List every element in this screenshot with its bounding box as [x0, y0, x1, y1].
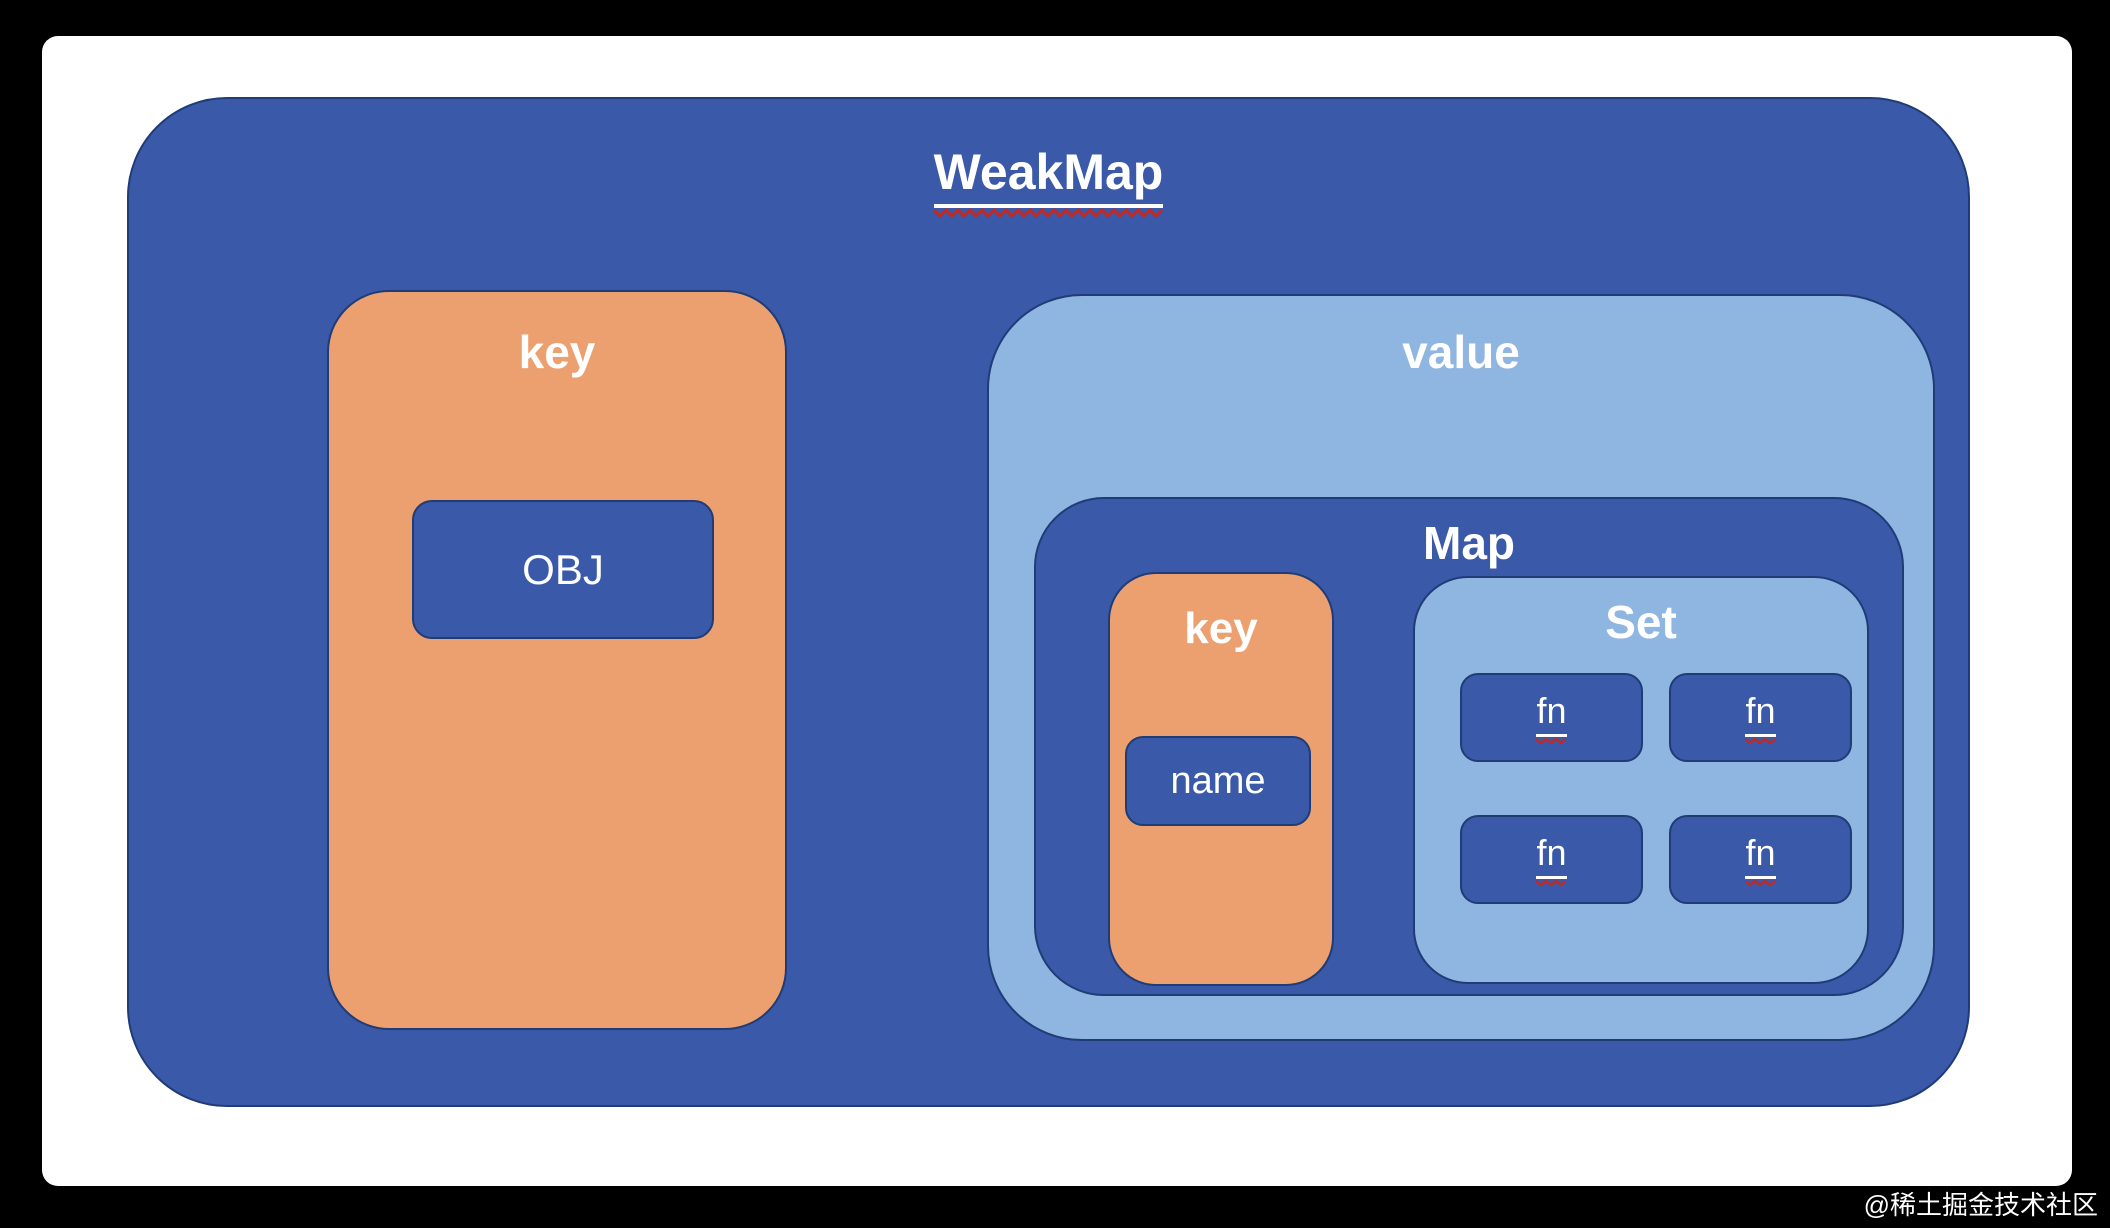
weakmap-title: WeakMap — [129, 143, 1968, 218]
name-label: name — [1170, 759, 1266, 802]
squiggle-underline — [933, 208, 1163, 218]
key-box: key OBJ — [327, 290, 787, 1030]
fn-underline-wrap: fn — [1745, 832, 1776, 887]
fn-label: fn — [1745, 832, 1776, 879]
key-box-label: key — [518, 326, 596, 378]
fn-underline-wrap: fn — [1536, 690, 1567, 745]
diagram-canvas: WeakMap key OBJ value Map key name — [42, 36, 2072, 1186]
fn-box: fn — [1669, 815, 1852, 904]
map-key-box: key name — [1108, 572, 1334, 986]
fn-label: fn — [1536, 690, 1567, 737]
weakmap-title-underline-wrap: WeakMap — [933, 143, 1164, 218]
set-box-label: Set — [1605, 596, 1677, 648]
fn-box: fn — [1460, 673, 1643, 762]
fn-underline-wrap: fn — [1536, 832, 1567, 887]
squiggle-underline — [1745, 737, 1776, 745]
weakmap-container-box: WeakMap key OBJ value Map key name — [127, 97, 1970, 1107]
set-box: Set fn fn f — [1413, 576, 1869, 984]
obj-label: OBJ — [522, 545, 604, 593]
fn-underline-wrap: fn — [1745, 690, 1776, 745]
map-box: Map key name Set fn — [1034, 497, 1904, 996]
fn-label: fn — [1536, 832, 1567, 879]
watermark-text: @稀土掘金技术社区 — [1863, 1190, 2098, 1220]
name-box: name — [1125, 736, 1311, 826]
map-key-box-label: key — [1184, 604, 1258, 653]
map-box-label: Map — [1423, 517, 1515, 569]
weakmap-title-text: WeakMap — [933, 143, 1164, 208]
value-box-label: value — [1402, 326, 1520, 378]
obj-box: OBJ — [412, 500, 714, 639]
squiggle-underline — [1536, 737, 1567, 745]
fn-label: fn — [1745, 690, 1776, 737]
value-box: value Map key name Set fn — [987, 294, 1935, 1041]
squiggle-underline — [1536, 879, 1567, 887]
fn-box: fn — [1460, 815, 1643, 904]
fn-box: fn — [1669, 673, 1852, 762]
squiggle-underline — [1745, 879, 1776, 887]
